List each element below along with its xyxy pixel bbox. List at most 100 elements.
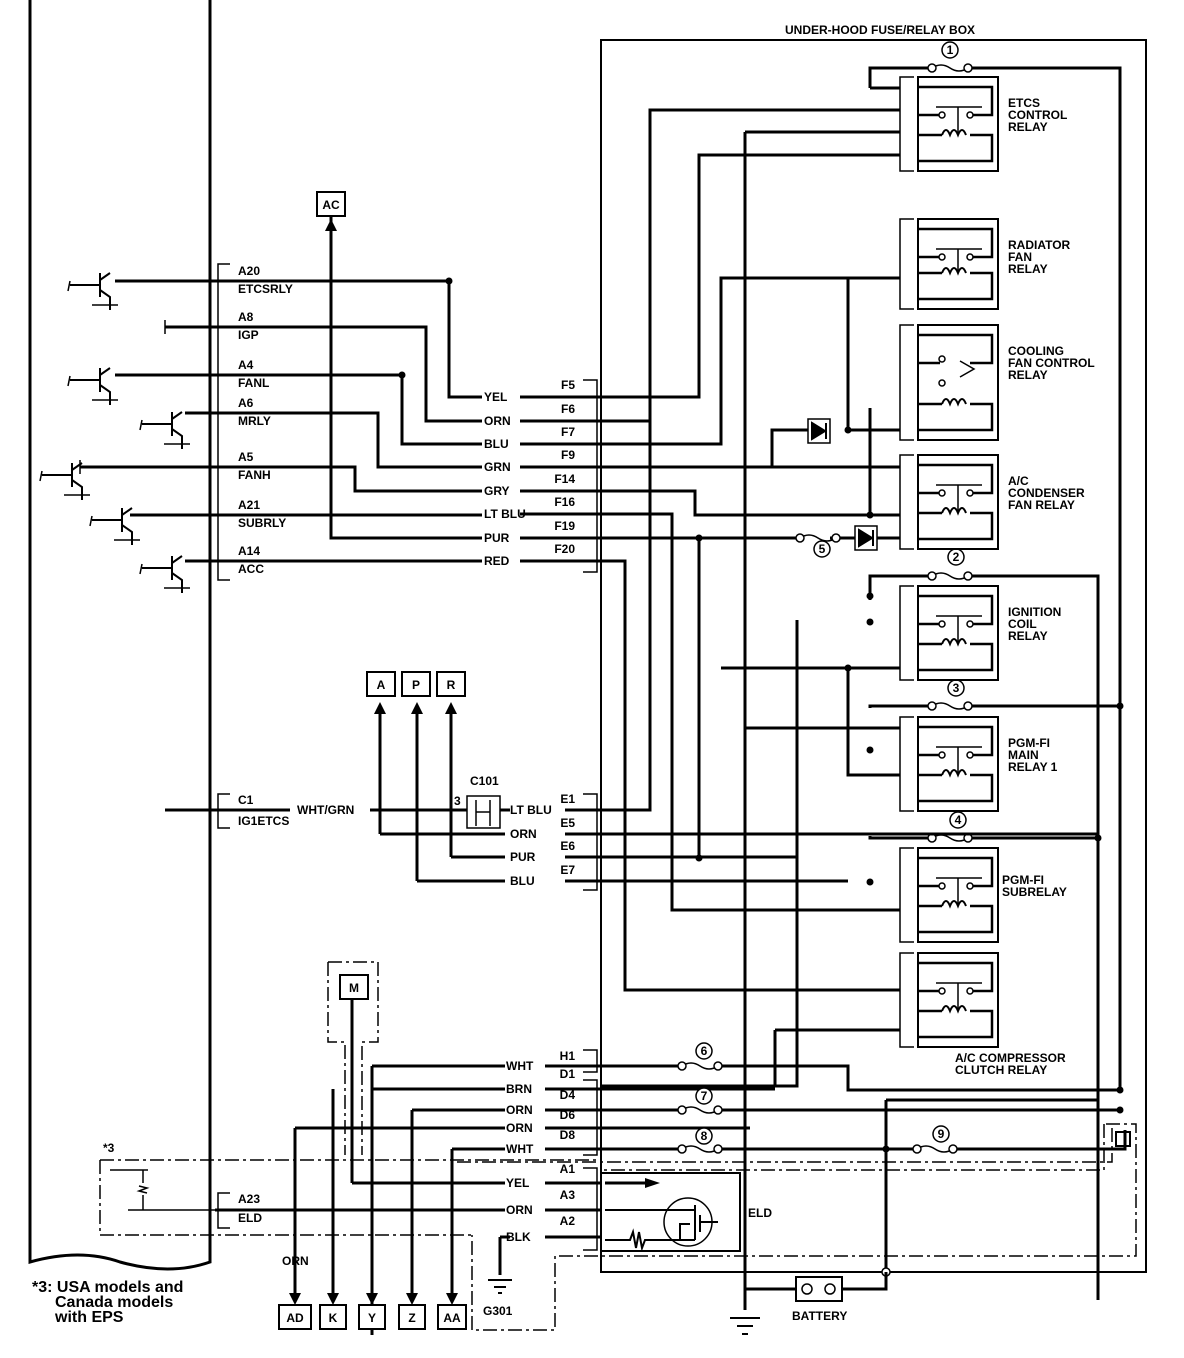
ecm-signal: FANH [238,468,271,482]
wire [773,1028,900,1086]
relay-label: SUBRELAY [1002,885,1067,899]
ref-box [358,1304,386,1330]
battery-label: BATTERY [792,1309,847,1323]
diode-icon [811,421,827,441]
relay-contact [938,111,946,119]
ecm-pin: A20 [238,264,260,278]
fuse-element [681,1106,719,1114]
relay-contact [938,882,946,890]
wire-color: LT BLU [484,507,526,521]
fuse-element [931,834,969,842]
connector-pin: D1 [560,1067,576,1081]
connector-pin: H1 [560,1049,576,1063]
wire-color: BLU [484,437,509,451]
ecm-signal: ACC [238,562,264,576]
relay-label: RELAY [1008,262,1048,276]
fuse-box-block [1115,1131,1131,1147]
junction-dot [866,511,874,519]
relay-contact [966,882,974,890]
connector-pin: A1 [560,1162,576,1176]
junction-dot [695,534,703,542]
wire [721,666,900,777]
fuse-9: 9 [912,1125,958,1154]
transistor-icon [67,272,118,310]
ecm-pin: A23 [238,1192,260,1206]
relay-coil-icon [941,398,967,407]
junction-dot [866,618,874,626]
wire-color: GRN [484,460,511,474]
ref-box [319,1304,347,1330]
wire [601,397,652,812]
arrow-down-icon [406,1293,418,1305]
relay-circuit [918,463,994,541]
connector-name: C101 [470,774,499,788]
wire [475,800,491,826]
fuse-1: 1 [927,41,973,73]
arrow-down-icon [289,1293,301,1305]
relay-switch [936,484,982,513]
fuse-terminal [795,533,805,543]
connector-pin: E5 [560,816,575,830]
wire [293,1126,505,1300]
relay-coil-icon [941,900,967,909]
arrow-up-icon [445,702,457,714]
relay-contact [938,751,946,759]
junction-dot [1116,1086,1124,1094]
fuse-terminal [713,1105,723,1115]
wire-color: YEL [506,1176,529,1190]
connector-pin: F14 [554,472,575,486]
fuse-element [681,1145,719,1153]
ref-box [339,974,369,1000]
wire-color: BRN [506,1082,532,1096]
ground-icon [488,1279,512,1294]
relay-circuit [918,85,994,163]
connector-pin: F9 [561,448,575,462]
arrow-down-icon [446,1293,458,1305]
ref-k: K [319,1304,347,1330]
fuse-number: 3 [953,681,960,695]
wire-color: ORN [282,1254,309,1268]
junction-dot [1116,702,1124,710]
ref-box [436,671,466,697]
wire-color: PUR [484,531,510,545]
relay-label: ETCS [1008,96,1040,110]
ref-label: Y [368,1311,376,1325]
junction-dot [1094,834,1102,842]
ref-p: P [401,671,431,697]
wire [601,428,900,469]
wire-color: ORN [506,1203,533,1217]
relay-label: MAIN [1008,748,1039,762]
arrow-right-icon [645,1178,660,1188]
footnote: Canada models [55,1294,173,1311]
ref-y: Y [358,1304,386,1330]
fuse-terminal [713,1144,723,1154]
connector-c101 [466,795,501,829]
relay-housing [917,218,999,310]
wire [350,990,505,1185]
fuse-number-circle [813,540,831,558]
wire [80,465,482,493]
wire-color: RED [484,554,510,568]
relay-housing [917,585,999,681]
ref-label: K [329,1311,338,1325]
wire [450,1147,505,1300]
wire [842,1272,888,1291]
wire-color: GRY [484,484,510,498]
fuse-terminal [677,1105,687,1115]
ref-ac: AC [316,191,346,217]
ecm-signal: FANL [238,376,269,390]
connector-pin: F16 [554,495,575,509]
transistor-icon [89,507,140,545]
relay-switch [936,248,982,273]
ecm-signal: IG1ETCS [238,814,289,828]
fuse-terminal [927,571,937,581]
ref-box [278,1304,312,1330]
junction-dot [844,664,852,672]
fuse-terminal [713,1061,723,1071]
wire-color: ORN [484,414,511,428]
relay-socket [899,585,914,681]
relay-housing [917,952,999,1048]
fuse-element [931,64,969,72]
